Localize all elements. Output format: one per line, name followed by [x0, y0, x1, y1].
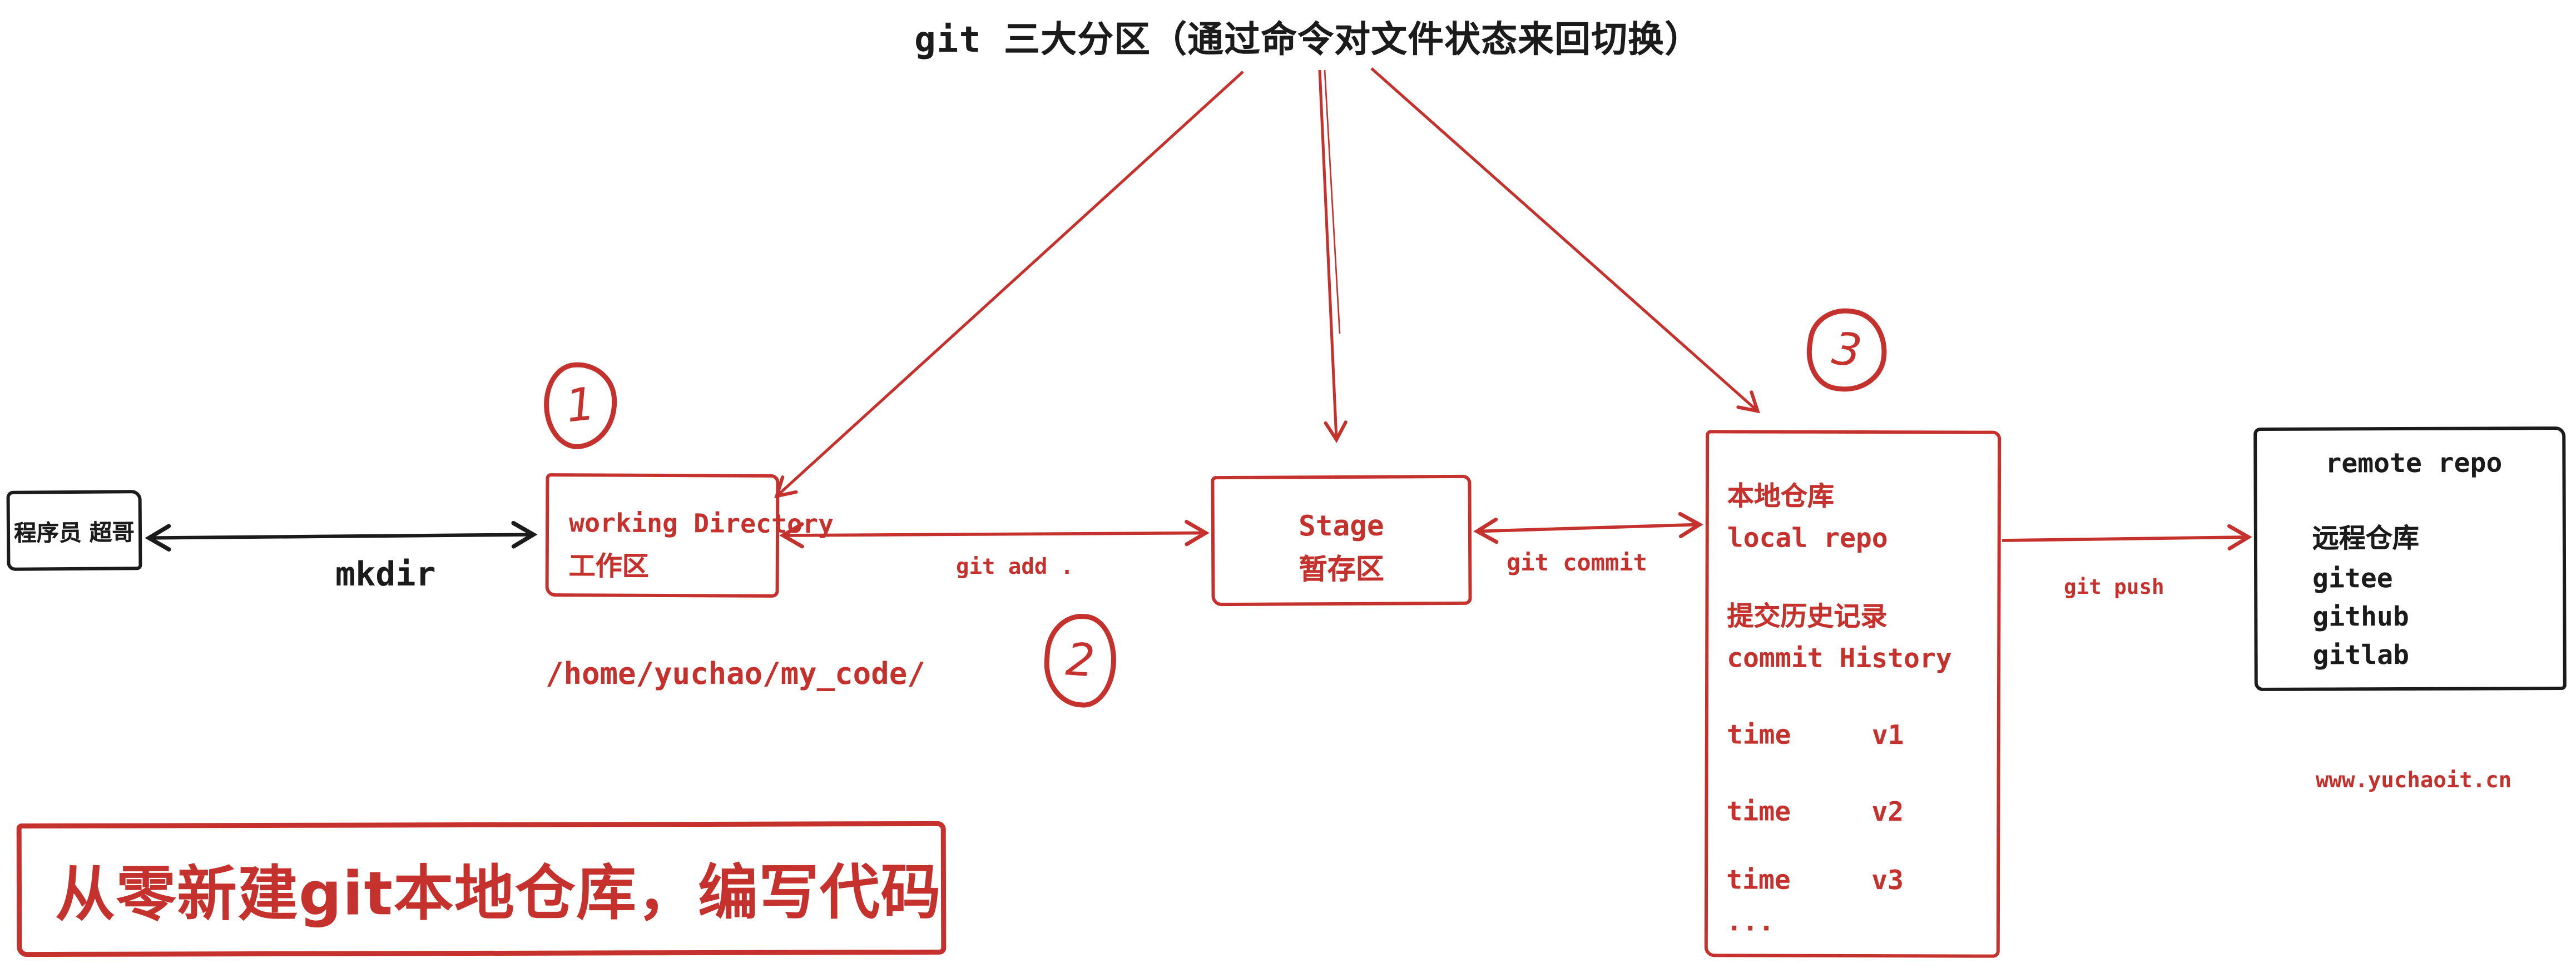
local-repo-title-cn: 本地仓库 [1727, 480, 1835, 512]
history-version: v1 [1871, 719, 1904, 751]
git-push-arrow [2002, 524, 2252, 551]
remote-repo-title-cn: 远程仓库 [2312, 522, 2420, 554]
remote-provider-gitlab: gitlab [2312, 639, 2410, 671]
history-ellipsis: ... [1726, 905, 1775, 937]
local-repo-title-en: local repo [1727, 522, 1888, 554]
history-time-label: time [1726, 863, 1791, 896]
remote-provider-github: github [2312, 600, 2409, 633]
remote-repo-title: remote repo [2325, 446, 2503, 479]
working-directory-box: working Directory 工作区 [545, 473, 834, 598]
diagram-title: git 三大分区（通过命令对文件状态来回切换） [914, 20, 1702, 62]
remote-provider-gitee: gitee [2312, 562, 2393, 594]
commit-history-title-cn: 提交历史记录 [1727, 600, 1888, 633]
working-directory-title-cn: 工作区 [568, 550, 649, 582]
title-arrow-to-local [1370, 67, 1760, 414]
history-time-label: time [1726, 795, 1791, 827]
local-repo-box: 本地仓库 local repo 提交历史记录 commit History ti… [1704, 430, 2002, 958]
history-time-label: time [1726, 718, 1791, 751]
programmer-box: 程序员 超哥 [6, 490, 142, 571]
history-row: time v1 [1727, 713, 1997, 756]
mkdir-arrow [145, 521, 538, 552]
git-push-command-label: git push [2064, 574, 2164, 599]
programmer-label: 程序员 超哥 [14, 520, 135, 548]
commit-history-title-en: commit History [1727, 642, 1952, 674]
remote-repo-box: remote repo 远程仓库 gitee github gitlab [2253, 426, 2567, 691]
stage-box: Stage 暂存区 [1211, 474, 1472, 607]
git-commit-command-label: git commit [1507, 550, 1647, 577]
history-version: v2 [1871, 796, 1904, 828]
git-commit-arrow [1473, 512, 1703, 544]
git-add-arrow [779, 520, 1210, 549]
step-1-circle: 1 [539, 358, 622, 453]
stage-title-cn: 暂存区 [1299, 553, 1384, 588]
step-2-circle: 2 [1041, 611, 1119, 710]
git-add-command-label: git add . [956, 555, 1074, 580]
history-row: time v2 [1726, 790, 1997, 832]
mkdir-command-label: mkdir [335, 554, 436, 594]
site-watermark: www.yuchaoit.cn [2316, 769, 2512, 794]
title-arrow-to-working [774, 71, 1244, 499]
step-1-number: 1 [563, 378, 598, 433]
banner-text: 从零新建git本地仓库，编写代码 [55, 859, 942, 931]
history-row: time v3 [1726, 858, 1997, 901]
stage-title: Stage [1298, 510, 1384, 544]
working-directory-title: working Directory [568, 508, 834, 540]
history-version: v3 [1871, 864, 1904, 896]
step-3-number: 3 [1829, 322, 1865, 378]
banner-box: 从零新建git本地仓库，编写代码 [16, 821, 947, 957]
step-2-number: 2 [1064, 633, 1097, 688]
working-directory-path: /home/yuchao/my_code/ [546, 657, 925, 692]
step-3-circle: 3 [1801, 303, 1893, 398]
title-arrow-to-stage [1318, 70, 1348, 443]
